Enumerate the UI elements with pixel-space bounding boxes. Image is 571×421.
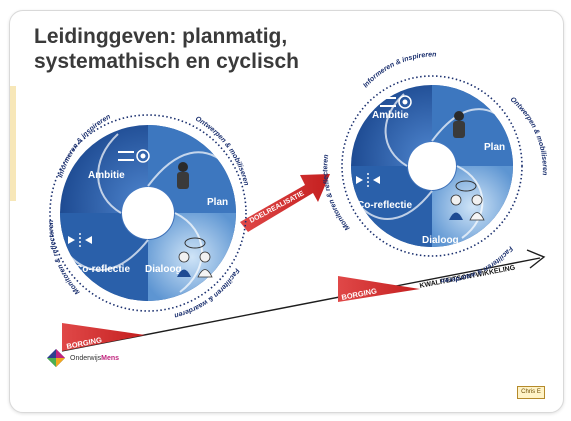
side-tab [10,86,16,201]
doelrealisatie-label: DOELREALISATIE [249,190,306,225]
dialoog-people-icon-left [177,237,213,278]
person-icon-left [177,162,189,189]
slide-title: Leidinggeven: planmatig, systemathisch e… [34,24,299,74]
coreflectie-icon-right [356,173,380,187]
cycle-right: Ambitie Plan Dialoog Co-reflectie Inform… [322,51,548,283]
ring-label-monitoren-right: Monitoren & reflecteren [322,154,351,231]
borging-wedge-left [62,323,145,351]
coreflectie-icon-left [68,233,92,247]
segment-coreflectie-right: Co-reflectie [357,200,412,211]
ambitie-icon-left [118,149,150,163]
logo-text: OnderwijsMens [70,354,120,362]
doelrealisatie-arrow: DOELREALISATIE [240,174,330,232]
segment-ambitie-left: Ambitie [88,170,125,181]
logo-mark-icon [47,349,65,367]
title-line-2: systemathisch en cyclisch [34,50,299,73]
dialoog-people-icon-right [449,180,485,221]
cycle-left: Ambitie Plan Dialoog Co-reflectie Inform… [48,113,249,318]
person-icon-right [453,111,465,138]
corner-badge: Chris E [517,386,545,399]
segment-dialoog-left: Dialoog [145,264,182,275]
segment-plan-left: Plan [207,197,228,208]
segment-coreflectie-left: Co-reflectie [75,264,130,275]
onderwijsmens-logo: OnderwijsMens [46,348,119,368]
ring-label-informeren-right: Informeren & inspireren [362,51,436,89]
borging-wedge-right [338,276,420,302]
ring-label-ontwerpen-right: Ontwerpen & mobiliseren [509,96,548,175]
segment-dialoog-right: Dialoog [422,235,459,246]
segment-plan-right: Plan [484,142,505,153]
ambitie-icon-right [380,95,412,109]
title-line-1: Leidinggeven: planmatig, [34,25,288,48]
segment-ambitie-right: Ambitie [372,110,409,121]
